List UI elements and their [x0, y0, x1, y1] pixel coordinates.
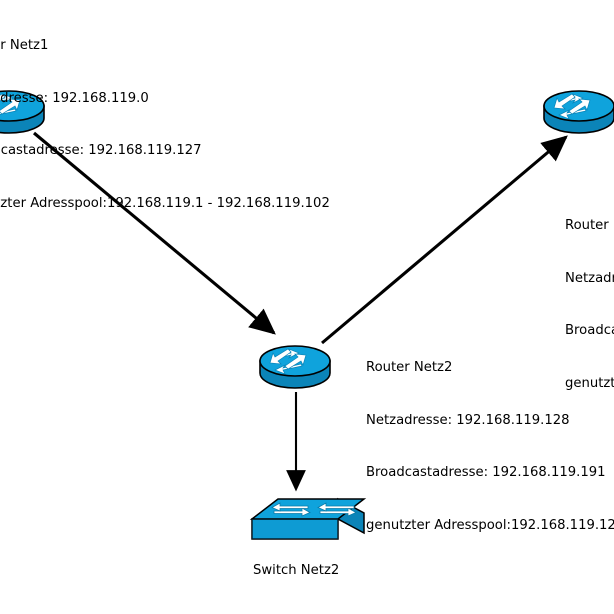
router-netz3-icon[interactable]	[542, 78, 614, 144]
netz2-line-title: Router Netz2	[366, 360, 453, 375]
netz1-line-broadcastadresse: Broadcastadresse: 192.168.119.127	[0, 143, 202, 158]
netz2-line-broadcastadresse: Broadcastadresse: 192.168.119.191	[366, 465, 606, 480]
netz3-line-adresspool: genutzter	[565, 375, 614, 391]
netz3-line-title: Router Netz3	[565, 218, 614, 233]
netz2-line-netzadresse: Netzadresse: 192.168.119.128	[366, 412, 570, 428]
info-block-netz1: Router Netz1 Netzadresse: 192.168.119.0 …	[0, 2, 330, 247]
router-netz2-icon[interactable]	[258, 333, 332, 399]
router-netz1-icon[interactable]	[0, 78, 46, 144]
netz1-line-netzadresse: Netzadresse: 192.168.119.0	[0, 90, 149, 106]
netz3-line-broadcastadresse: Broadcasta	[565, 323, 614, 338]
info-block-netz3: Router Netz3 Netzadresse Broadcasta genu…	[565, 182, 614, 427]
link-netz2-to-netz3	[321, 135, 568, 345]
netz1-line-adresspool: genutzter Adresspool:192.168.119.1 - 192…	[0, 195, 330, 211]
netz3-line-netzadresse: Netzadresse	[565, 270, 614, 286]
netz2-line-adresspool: genutzter Adresspool:192.168.119.129	[366, 517, 614, 533]
info-block-netz2: Router Netz2 Netzadresse: 192.168.119.12…	[366, 324, 614, 569]
switch-netz2-label: Switch Netz2	[253, 563, 340, 578]
switch-netz2-icon[interactable]	[246, 489, 370, 563]
netz1-line-title: Router Netz1	[0, 38, 49, 53]
